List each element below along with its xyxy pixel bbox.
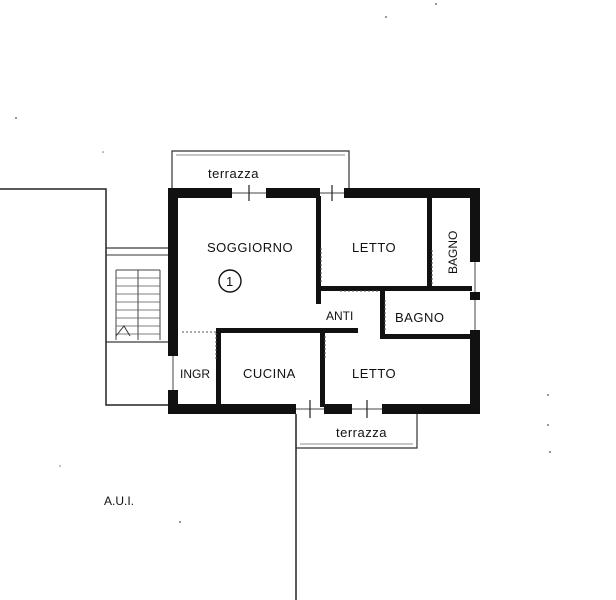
scan-specks bbox=[15, 3, 551, 523]
label-bath: BAGNO bbox=[395, 310, 444, 325]
label-entrance: INGR bbox=[180, 367, 210, 381]
label-unit-number: 1 bbox=[226, 274, 234, 289]
label-living: SOGGIORNO bbox=[207, 240, 293, 255]
terrace-top bbox=[171, 150, 350, 191]
label-bath-side: BAGNO bbox=[446, 231, 460, 274]
label-terrace-bottom: terrazza bbox=[336, 425, 387, 440]
label-terrace-top: terrazza bbox=[208, 166, 259, 181]
label-bedroom-bottom: LETTO bbox=[352, 366, 396, 381]
terrace-bottom bbox=[295, 412, 418, 449]
label-kitchen: CUCINA bbox=[243, 366, 296, 381]
stairwell bbox=[105, 247, 170, 343]
door-markers bbox=[182, 248, 433, 360]
unit-marker-circle bbox=[218, 269, 242, 293]
openings bbox=[168, 185, 480, 418]
interior-walls bbox=[216, 196, 472, 408]
note-aui: A.U.I. bbox=[104, 494, 134, 508]
label-bedroom-top: LETTO bbox=[352, 240, 396, 255]
building-outline-left bbox=[0, 188, 168, 406]
label-anteroom: ANTI bbox=[326, 309, 353, 323]
